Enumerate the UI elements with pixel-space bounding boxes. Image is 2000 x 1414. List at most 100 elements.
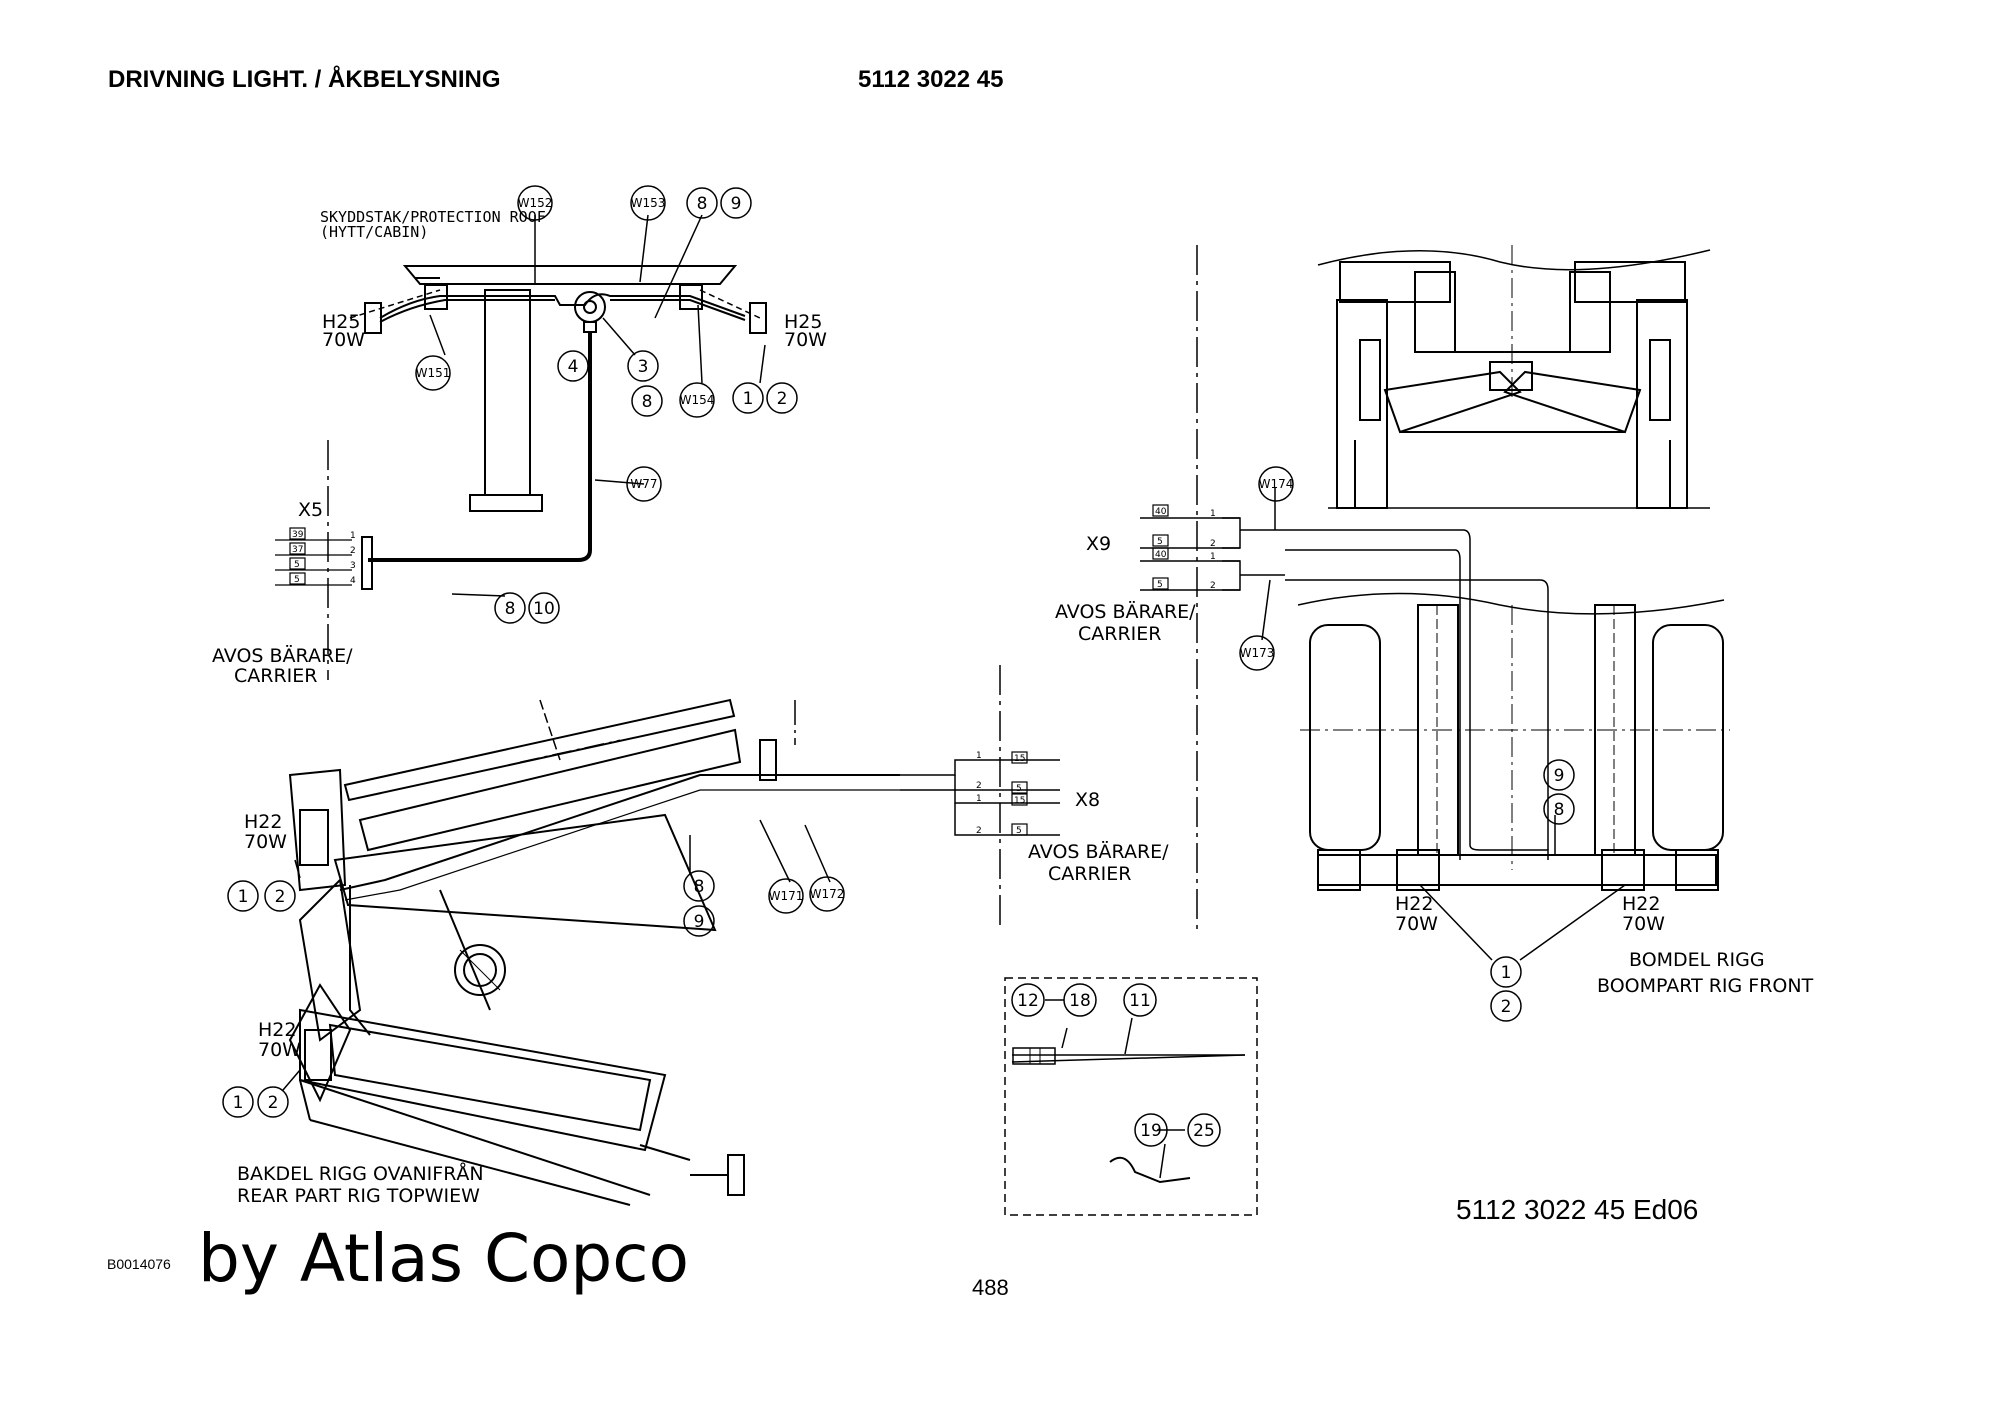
x5-term-1: 39	[292, 530, 304, 540]
callout-2: 2	[766, 382, 798, 414]
svg-text:1: 1	[1210, 552, 1216, 562]
svg-text:2: 2	[275, 887, 286, 907]
w70-left-label: 70W	[322, 329, 365, 351]
svg-text:W172: W172	[810, 887, 845, 901]
svg-text:1: 1	[350, 531, 356, 541]
callout-w153: W153	[630, 185, 666, 221]
parts-box	[1004, 977, 1258, 1216]
carrier-x9-en: CARRIER	[1078, 623, 1161, 645]
callout-8: 8	[494, 592, 526, 624]
rear-rig-assembly: H22 70W H22 70W BAKDEL RIGG OVANIFRÅN RE…	[237, 698, 900, 1207]
svg-text:1: 1	[976, 794, 982, 804]
callout-w174: W174	[1258, 466, 1294, 502]
svg-text:10: 10	[533, 599, 555, 619]
svg-text:2: 2	[976, 781, 982, 791]
svg-text:2: 2	[976, 826, 982, 836]
callout-25: 25	[1187, 1113, 1221, 1147]
watermark: by Atlas Copco	[198, 1220, 689, 1297]
svg-text:W77: W77	[630, 477, 657, 491]
callout-1: 1	[227, 880, 259, 912]
w70-rear-bottom-label: 70W	[258, 1039, 301, 1061]
callout-w172: W172	[809, 876, 845, 912]
part-number: 5112 3022 45	[858, 66, 1004, 93]
svg-text:1: 1	[1210, 509, 1216, 519]
svg-text:8: 8	[1554, 800, 1565, 820]
callout-w151: W151	[415, 355, 451, 391]
x9-term-3: 40	[1155, 550, 1167, 560]
roof-label: SKYDDSTAK/PROTECTION ROOF	[320, 208, 546, 226]
callout-10: 10	[528, 592, 560, 624]
h25-left-label: H25	[322, 311, 360, 333]
x8-label: X8	[1075, 789, 1100, 811]
svg-text:25: 25	[1193, 1121, 1215, 1141]
drawing-reference: B0014076	[107, 1256, 171, 1272]
h22-front-right-label: H22	[1622, 893, 1660, 915]
carrier-x8-sv: AVOS BÄRARE/	[1028, 840, 1169, 863]
svg-text:W154: W154	[680, 393, 715, 407]
callout-1: 1	[1490, 956, 1522, 988]
svg-text:2: 2	[268, 1093, 279, 1113]
front-boom-assembly: H22 70W H22 70W BOMDEL RIGG BOOMPART RIG…	[1196, 245, 1814, 997]
page-title: DRIVNING LIGHT. / ÅKBELYSNING	[108, 66, 501, 93]
callout-8: 8	[631, 385, 663, 417]
callout-18: 18	[1063, 983, 1097, 1017]
svg-text:8: 8	[694, 877, 705, 897]
callout-2: 2	[264, 880, 296, 912]
callout-19: 19	[1134, 1113, 1168, 1147]
x5-term-3: 5	[294, 560, 300, 570]
w70-rear-top-label: 70W	[244, 831, 287, 853]
w70-front-left-label: 70W	[1395, 913, 1438, 935]
svg-text:1: 1	[238, 887, 249, 907]
h22-rear-top-label: H22	[244, 811, 282, 833]
front-rig-en: BOOMPART RIG FRONT	[1597, 975, 1814, 997]
carrier-x5-en: CARRIER	[234, 665, 317, 687]
x5-label: X5	[298, 499, 323, 521]
callout-w154: W154	[679, 382, 715, 418]
w70-front-right-label: 70W	[1622, 913, 1665, 935]
carrier-x5-sv: AVOS BÄRARE/	[212, 644, 353, 667]
svg-text:2: 2	[1210, 539, 1216, 549]
front-rig-sv: BOMDEL RIGG	[1629, 949, 1765, 971]
callout-1: 1	[732, 382, 764, 414]
callout-9: 9	[1543, 759, 1575, 791]
callout-12: 12	[1011, 983, 1045, 1017]
callout-3: 3	[627, 350, 659, 382]
svg-text:W171: W171	[769, 889, 804, 903]
roof-sublabel: (HYTT/CABIN)	[320, 223, 428, 241]
carrier-x9-sv: AVOS BÄRARE/	[1055, 600, 1196, 623]
svg-text:2: 2	[350, 546, 356, 556]
x9-term-2: 5	[1157, 537, 1163, 547]
w70-right-label: 70W	[784, 329, 827, 351]
x8-term-2: 5	[1016, 784, 1022, 794]
x9-connector: 40 5 40 5 1 2 1 2 X9 AVOS BÄRARE/ CARRIE…	[1055, 504, 1285, 645]
svg-text:8: 8	[697, 194, 708, 214]
x9-label: X9	[1086, 533, 1111, 555]
svg-text:3: 3	[638, 357, 649, 377]
svg-text:W153: W153	[631, 196, 666, 210]
callout-11: 11	[1123, 983, 1157, 1017]
callout-2: 2	[257, 1086, 289, 1118]
callout-w77: W77	[626, 466, 662, 502]
x9-term-4: 5	[1157, 580, 1163, 590]
svg-text:19: 19	[1140, 1121, 1162, 1141]
x8-term-3: 15	[1014, 796, 1025, 806]
callout-w171: W171	[768, 878, 804, 914]
svg-text:4: 4	[350, 576, 356, 586]
x5-term-2: 37	[292, 545, 303, 555]
callout-8: 8	[1543, 793, 1575, 825]
svg-text:W152: W152	[518, 196, 553, 210]
x5-term-4: 5	[294, 575, 300, 585]
page-number: 488	[972, 1275, 1009, 1300]
callout-1: 1	[222, 1086, 254, 1118]
svg-text:8: 8	[505, 599, 516, 619]
callout-4: 4	[557, 350, 589, 382]
x8-connector: 15 5 15 5 1 2 1 2 X8 AVOS BÄRARE/ CARRIE…	[900, 665, 1169, 930]
carrier-x8-en: CARRIER	[1048, 863, 1131, 885]
svg-text:W173: W173	[1240, 646, 1275, 660]
svg-text:9: 9	[694, 912, 705, 932]
callout-w152: W152	[517, 185, 553, 221]
rear-rig-sv: BAKDEL RIGG OVANIFRÅN	[237, 1162, 484, 1185]
callout-9: 9	[683, 905, 715, 937]
svg-text:4: 4	[568, 357, 579, 377]
svg-text:W151: W151	[416, 366, 451, 380]
